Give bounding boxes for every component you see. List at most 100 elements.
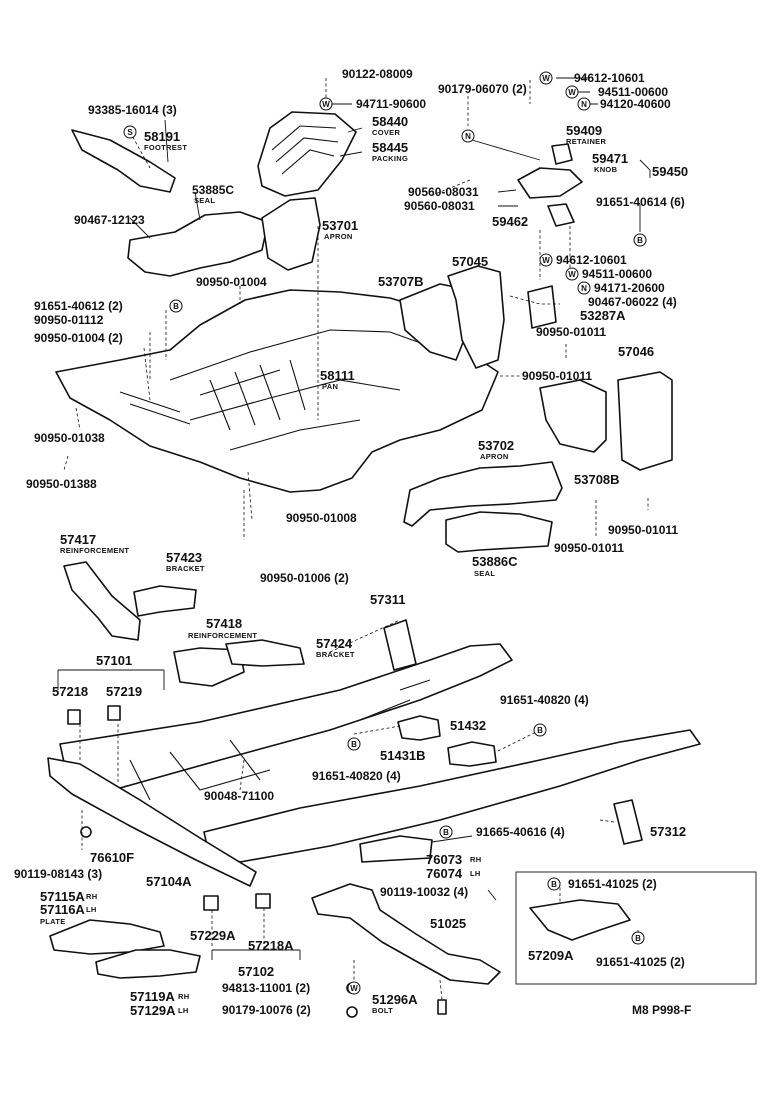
retainer-59409-shape[interactable] xyxy=(551,143,573,165)
label-91651-41025-a[interactable]: 91651-41025 (2) xyxy=(568,877,657,891)
crossmember-51025-shape[interactable] xyxy=(311,883,501,985)
label-51025[interactable]: 51025 xyxy=(430,916,466,931)
label-90950-01008[interactable]: 90950-01008 xyxy=(286,511,357,525)
label-58111[interactable]: 58111 xyxy=(320,368,355,383)
label-57218a[interactable]: 57218A xyxy=(248,938,294,953)
label-57219[interactable]: 57219 xyxy=(106,684,142,699)
label-94813[interactable]: 94813-11001 (2) xyxy=(222,981,310,995)
label-53885c[interactable]: 53885C xyxy=(192,183,234,197)
label-57311[interactable]: 57311 xyxy=(370,592,405,607)
label-57418[interactable]: 57418 xyxy=(206,616,242,631)
label-57116a[interactable]: 57116A xyxy=(40,902,85,917)
plate-57115a-shape[interactable] xyxy=(49,919,165,955)
label-94612-top[interactable]: 94612-10601 xyxy=(574,71,645,85)
label-57312[interactable]: 57312 xyxy=(650,824,686,839)
label-91651-40614[interactable]: 91651-40614 (6) xyxy=(596,195,685,209)
label-57218[interactable]: 57218 xyxy=(52,684,88,699)
label-51431b[interactable]: 51431B xyxy=(380,748,426,763)
panel-57046-shape[interactable] xyxy=(617,371,673,471)
label-94711[interactable]: 94711-90600 xyxy=(356,97,426,111)
label-57129a[interactable]: 57129A xyxy=(130,1003,176,1018)
label-90950-01011-c[interactable]: 90950-01011 xyxy=(608,523,678,537)
bolt-51296a[interactable] xyxy=(437,999,447,1015)
bracket-57229a[interactable] xyxy=(203,895,219,911)
label-57424[interactable]: 57424 xyxy=(316,636,353,651)
label-91651-41025-b[interactable]: 91651-41025 (2) xyxy=(596,955,685,969)
label-53886c[interactable]: 53886C xyxy=(472,554,518,569)
label-90950-01004[interactable]: 90950-01004 xyxy=(196,275,267,289)
bracket-57424-shape[interactable] xyxy=(225,639,305,667)
label-90950-01112[interactable]: 90950-01112 xyxy=(34,313,104,327)
panel-57045-shape[interactable] xyxy=(447,265,505,369)
label-57101[interactable]: 57101 xyxy=(96,653,132,668)
label-94120[interactable]: 94120-40600 xyxy=(600,97,671,111)
label-51296a[interactable]: 51296A xyxy=(372,992,418,1007)
cross-member-57104a-shape[interactable] xyxy=(47,757,257,887)
label-90950-01038[interactable]: 90950-01038 xyxy=(34,431,105,445)
label-53701[interactable]: 53701 xyxy=(322,218,358,233)
bracket-57218a[interactable] xyxy=(255,893,271,909)
bracket-57218[interactable] xyxy=(67,709,81,725)
knob-59471-shape[interactable] xyxy=(517,167,583,199)
frame-rail-upper-shape[interactable] xyxy=(59,643,513,791)
label-57119a[interactable]: 57119A xyxy=(130,989,175,1004)
footrest-shape[interactable] xyxy=(71,129,176,193)
label-90119-08143[interactable]: 90119-08143 (3) xyxy=(14,867,102,881)
label-90048[interactable]: 90048-71100 xyxy=(204,789,274,803)
label-53287a[interactable]: 53287A xyxy=(580,308,626,323)
label-90560-b[interactable]: 90560-08031 xyxy=(404,199,475,213)
reinforcement-57417-shape[interactable] xyxy=(63,561,141,641)
mount-51431b-shape[interactable] xyxy=(447,741,497,767)
cover-58440-shape[interactable] xyxy=(257,111,357,197)
label-94511-bot[interactable]: 94511-00600 xyxy=(582,267,652,281)
label-91651-40820-b[interactable]: 91651-40820 (4) xyxy=(312,769,401,783)
label-76073[interactable]: 76073 xyxy=(426,852,462,867)
label-57229a[interactable]: 57229A xyxy=(190,928,236,943)
label-53708b[interactable]: 53708B xyxy=(574,472,620,487)
label-90950-01011-b[interactable]: 90950-01011 xyxy=(522,369,592,383)
floor-pan-58111-shape[interactable] xyxy=(55,289,499,493)
pad-76073-shape[interactable] xyxy=(359,835,433,863)
label-57045[interactable]: 57045 xyxy=(452,254,488,269)
label-76074[interactable]: 76074 xyxy=(426,866,463,881)
label-90950-01011-d[interactable]: 90950-01011 xyxy=(554,541,624,555)
label-58445[interactable]: 58445 xyxy=(372,140,408,155)
label-59462[interactable]: 59462 xyxy=(492,214,528,229)
apron-53701-shape[interactable] xyxy=(261,197,321,271)
label-93385[interactable]: 93385-16014 (3) xyxy=(88,103,177,117)
label-53707b[interactable]: 53707B xyxy=(378,274,424,289)
bracket-57219[interactable] xyxy=(107,705,121,721)
label-90950-01006[interactable]: 90950-01006 (2) xyxy=(260,571,349,585)
label-90119-10032[interactable]: 90119-10032 (4) xyxy=(380,885,468,899)
label-90179-10076[interactable]: 90179-10076 (2) xyxy=(222,1003,311,1017)
label-59450[interactable]: 59450 xyxy=(652,164,688,179)
label-57423[interactable]: 57423 xyxy=(166,550,202,565)
label-57104a[interactable]: 57104A xyxy=(146,874,192,889)
label-90950-01388[interactable]: 90950-01388 xyxy=(26,477,97,491)
seal-53885c-shape[interactable] xyxy=(127,211,269,277)
label-91651-40820-a[interactable]: 91651-40820 (4) xyxy=(500,693,589,707)
mount-51432-shape[interactable] xyxy=(397,715,441,741)
bracket-57312-shape[interactable] xyxy=(613,799,643,845)
bracket-53287a-shape[interactable] xyxy=(527,285,557,329)
label-91665[interactable]: 91665-40616 (4) xyxy=(476,825,565,839)
knob-59462-shape[interactable] xyxy=(547,203,575,227)
label-53702[interactable]: 53702 xyxy=(478,438,514,453)
label-94511-top[interactable]: 94511-00600 xyxy=(598,85,668,99)
label-59409[interactable]: 59409 xyxy=(566,123,602,138)
side-member-53707b-shape[interactable] xyxy=(399,283,471,361)
label-90467-12123[interactable]: 90467-12123 xyxy=(74,213,145,227)
label-57046[interactable]: 57046 xyxy=(618,344,654,359)
label-94171[interactable]: 94171-20600 xyxy=(594,281,665,295)
label-76610f[interactable]: 76610F xyxy=(90,850,134,865)
plate-57119a-shape[interactable] xyxy=(95,949,201,979)
seal-53886c-shape[interactable] xyxy=(445,511,553,553)
label-90560-a[interactable]: 90560-08031 xyxy=(408,185,479,199)
label-90950-01011-a[interactable]: 90950-01011 xyxy=(536,325,606,339)
label-91651-40612[interactable]: 91651-40612 (2) xyxy=(34,299,123,313)
panel-53708b-shape[interactable] xyxy=(539,379,607,453)
nut-90179-10076[interactable] xyxy=(346,1006,358,1018)
frame-rail-lower-shape[interactable] xyxy=(203,729,701,863)
label-57417[interactable]: 57417 xyxy=(60,532,96,547)
bracket-57311-shape[interactable] xyxy=(383,619,417,671)
